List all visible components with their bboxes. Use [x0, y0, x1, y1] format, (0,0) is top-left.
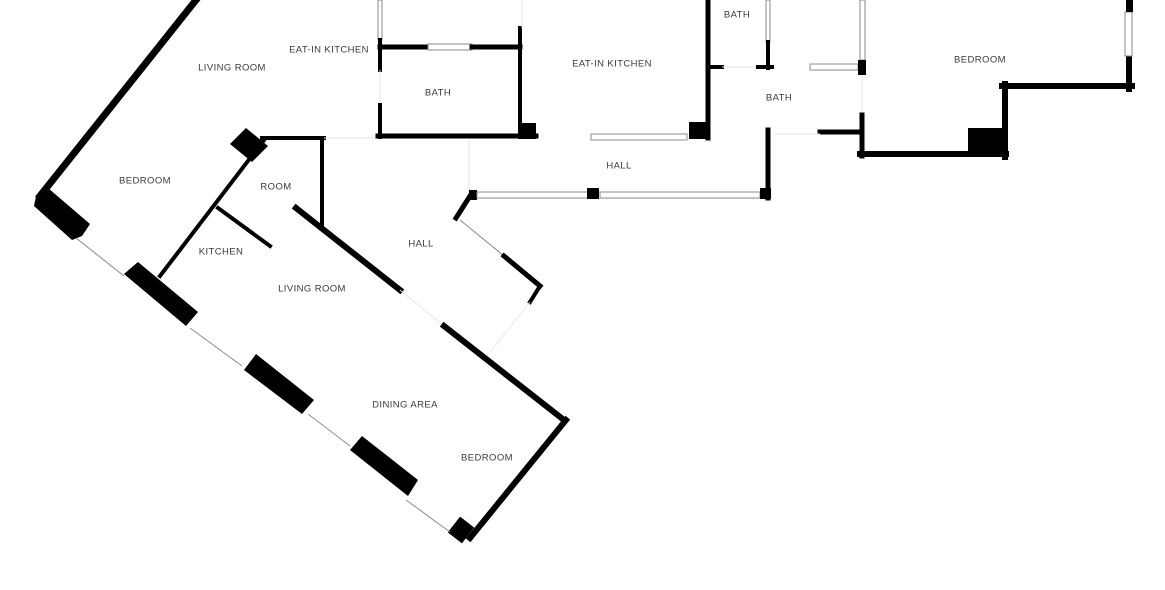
room-label-hall: HALL	[408, 239, 433, 250]
room-label-bedroom: BEDROOM	[954, 55, 1006, 66]
room-label-eat-in-kitchen: EAT-IN KITCHEN	[572, 59, 652, 70]
wall-group-upper-left	[34, 0, 468, 326]
room-label-bath: BATH	[724, 10, 750, 21]
room-labels: LIVING ROOM EAT-IN KITCHEN BATH EAT-IN K…	[119, 10, 1006, 464]
wall-group-lower-unit	[189, 203, 571, 544]
room-label-bedroom: BEDROOM	[119, 176, 171, 187]
room-label-eat-in-kitchen: EAT-IN KITCHEN	[289, 45, 369, 56]
wall-group-hall	[452, 140, 771, 353]
wall-group-top-center	[375, 0, 711, 141]
room-label-bath: BATH	[766, 93, 792, 104]
room-label-hall: HALL	[606, 161, 631, 172]
room-label-bath: BATH	[425, 88, 451, 99]
room-label-room: ROOM	[260, 182, 291, 193]
room-label-living-room: LIVING ROOM	[198, 63, 266, 74]
room-label-bedroom: BEDROOM	[461, 453, 513, 464]
room-label-living-room: LIVING ROOM	[278, 284, 346, 295]
room-label-kitchen: KITCHEN	[199, 247, 244, 258]
wall-group-top-right	[706, 0, 1135, 201]
room-label-dining-area: DINING AREA	[372, 400, 438, 411]
